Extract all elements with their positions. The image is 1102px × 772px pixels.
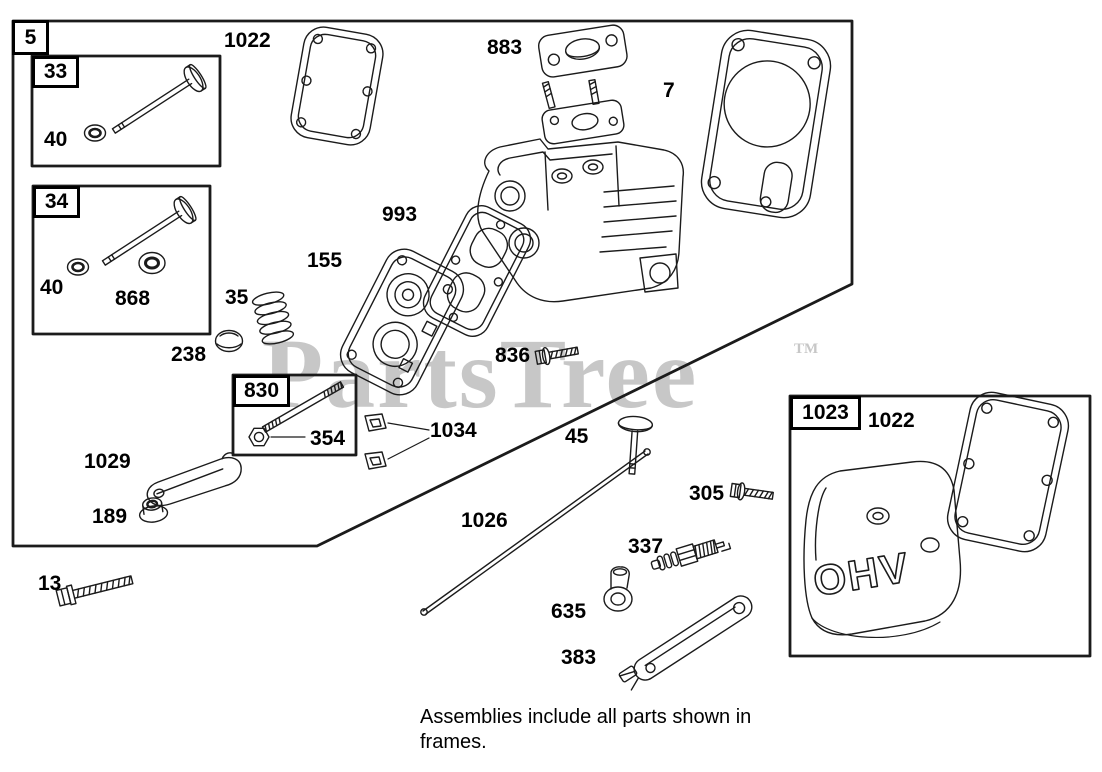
- valve-cap-238: [214, 329, 244, 353]
- part-label-40-a: 40: [44, 128, 68, 151]
- screw-836: [534, 341, 580, 367]
- frame-label-1023: 1023: [790, 396, 861, 430]
- frame-label-5: 5: [12, 20, 49, 55]
- part-label-836: 836: [495, 344, 531, 367]
- part-label-7: 7: [663, 79, 675, 102]
- part-label-238: 238: [171, 343, 207, 366]
- frame-label-830-text: 830: [243, 379, 280, 402]
- stud-nut-354: [248, 427, 270, 447]
- valve-45: [617, 415, 654, 475]
- part-label-1034: 1034: [430, 419, 477, 442]
- part-label-305: 305: [689, 482, 725, 505]
- part-label-635: 635: [551, 600, 587, 623]
- rocker-clip-upper: [364, 413, 387, 432]
- part-label-337: 337: [628, 535, 664, 558]
- push-rod: [420, 448, 651, 616]
- valve-cover-gasket-right: [946, 391, 1070, 553]
- frame-label-33: 33: [32, 56, 79, 88]
- frame-830-outline: [231, 373, 358, 457]
- breather-elbow-635: [603, 566, 633, 612]
- rocker-stud: [261, 381, 345, 433]
- part-label-993: 993: [382, 203, 418, 226]
- footer-line1: Assemblies include all parts shown in: [420, 706, 752, 728]
- part-label-35: 35: [225, 286, 249, 309]
- frame-label-830: 830: [233, 375, 290, 407]
- head-plate-gasket-993: [422, 205, 532, 337]
- valve-spring-35: [251, 291, 295, 345]
- leader-1034: [387, 422, 430, 460]
- frame-label-33-text: 33: [43, 60, 68, 83]
- frame-label-34-text: 34: [44, 190, 69, 213]
- screw-305: [729, 480, 775, 505]
- frame-33-outline: [30, 54, 222, 168]
- main-frame-outline: [11, 19, 854, 548]
- spark-plug: [650, 539, 732, 571]
- part-label-1029: 1029: [84, 450, 131, 473]
- rocker-bracket-1029: [146, 452, 242, 507]
- frame-label-1023-text: 1023: [802, 401, 849, 424]
- guard-clevis: [618, 665, 638, 683]
- carburetor-spacer: [537, 24, 628, 78]
- part-label-1022-right: 1022: [868, 409, 915, 432]
- cylinder-head: [477, 78, 685, 303]
- footer-line2: frames.: [420, 731, 487, 753]
- cylinder-head-gasket: [700, 29, 832, 219]
- part-label-383: 383: [561, 646, 597, 669]
- frame-34-outline: [31, 184, 212, 336]
- frame-label-5-text: 5: [24, 25, 37, 49]
- flange-nut-189: [138, 497, 169, 523]
- part-label-40-b: 40: [40, 276, 64, 299]
- valve-cover: OHV: [803, 460, 962, 639]
- footer-note: Assemblies include all parts shown in fr…: [420, 705, 751, 755]
- intake-valve: [83, 62, 210, 144]
- rocker-guard-383: [619, 595, 753, 691]
- part-label-45: 45: [565, 425, 589, 448]
- part-label-883: 883: [487, 36, 523, 59]
- part-label-868: 868: [115, 287, 151, 310]
- frame-label-34: 34: [33, 186, 80, 218]
- part-label-189: 189: [92, 505, 128, 528]
- frame-1023-outline: [788, 394, 1092, 658]
- part-label-1026: 1026: [461, 509, 508, 532]
- rocker-clip-lower: [364, 451, 387, 470]
- valve-cover-gasket-top: [290, 26, 384, 146]
- part-label-354: 354: [310, 427, 346, 450]
- exhaust-valve: [66, 194, 200, 277]
- valve-seat-868: [138, 251, 166, 275]
- part-label-13: 13: [38, 572, 62, 595]
- cylinder-head-plate-155: [339, 248, 465, 396]
- bolt-13: [55, 575, 134, 607]
- watermark-partstree: PartsTree: [262, 318, 699, 429]
- cover-ohv-text: OHV: [810, 543, 913, 605]
- part-label-1022-top: 1022: [224, 29, 271, 52]
- watermark-tm: TM: [794, 341, 819, 357]
- part-label-155: 155: [307, 249, 343, 272]
